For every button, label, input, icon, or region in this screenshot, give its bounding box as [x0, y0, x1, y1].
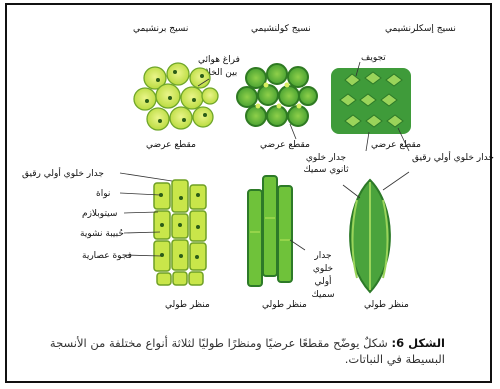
sclerenchyma-cross-section [331, 68, 411, 134]
collenchyma-cross-section [237, 64, 317, 126]
collenchyma-longitudinal [248, 176, 292, 286]
sclerenchyma-longitudinal [350, 180, 390, 292]
